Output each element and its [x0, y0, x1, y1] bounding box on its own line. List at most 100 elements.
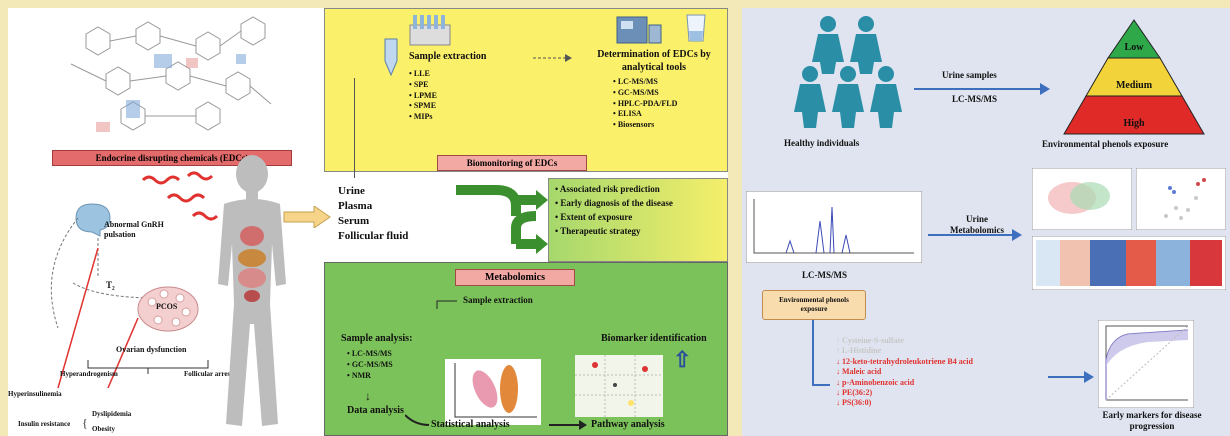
pyramid-high-label: High	[1123, 118, 1145, 129]
analysis-method: NMR	[347, 371, 393, 382]
extraction-method: LLE	[409, 69, 437, 80]
pca-scores-plot	[1032, 168, 1132, 230]
dyslipidemia-label: Dyslipidemia	[92, 410, 132, 418]
extraction-methods-list: LLE SPE LPME SPME MIPs	[409, 69, 437, 123]
outcome-item: • Therapeutic strategy	[555, 225, 641, 236]
tube-icon	[384, 38, 398, 77]
marker-item: ↓ Maleic acid	[836, 367, 882, 377]
hyperandrogenism-label: Hyperandrogenism	[60, 370, 118, 378]
brain-icon	[75, 203, 111, 237]
gnrh-label: Abnormal GnRH pulsation	[104, 220, 164, 239]
brace: {	[82, 416, 88, 430]
marker-item: ↑ Cysteine-S-sulfate	[836, 336, 904, 345]
analytical-tool: GC-MS/MS	[613, 88, 677, 99]
edc-label: Endocrine disrupting chemicals (EDCs)	[52, 150, 292, 166]
sample-type: Urine	[338, 185, 365, 197]
outcome-text: Associated risk prediction	[559, 184, 660, 194]
heatmap	[1032, 236, 1226, 290]
exposure-pyramid	[1063, 19, 1205, 135]
flow-line	[812, 384, 830, 386]
analytical-tool: ELISA	[613, 109, 677, 120]
extraction-method: MIPs	[409, 112, 437, 123]
biomarker-identification: Biomarker identification	[601, 333, 707, 344]
outcome-text: Early diagnosis of the disease	[560, 197, 673, 208]
lcmsms-bottom-label: LC-MS/MS	[802, 270, 847, 280]
sample-extraction-step: Sample extraction	[463, 295, 533, 305]
healthy-individuals-label: Healthy individuals	[784, 138, 860, 148]
pathway-analysis: Pathway analysis	[591, 419, 665, 430]
arrow-line	[1048, 376, 1088, 378]
arrow-icon	[436, 300, 457, 309]
extraction-method: SPE	[409, 80, 437, 91]
outcomes-box: • Associated risk prediction • Early dia…	[548, 178, 728, 262]
analytical-tool: Biosensors	[613, 120, 677, 131]
sample-rack-icon	[409, 15, 451, 46]
sample-analysis-title: Sample analysis:	[341, 333, 413, 344]
env-exposure-label: Environmental phenols exposure	[1042, 139, 1169, 149]
biomonitoring-box: Sample extraction LLE SPE LPME SPME MIPs…	[324, 8, 728, 172]
hyperinsulinemia-label: Hyperinsulinemia	[8, 390, 62, 398]
obesity-label: Obesity	[92, 425, 115, 433]
arrow-line	[914, 88, 1044, 90]
extraction-method: SPME	[409, 101, 437, 112]
biomonitoring-banner: Biomonitoring of EDCs	[437, 155, 587, 171]
sample-extraction-title: Sample extraction	[409, 51, 487, 62]
analytical-tool: LC-MS/MS	[613, 77, 677, 88]
flow-line	[812, 320, 814, 386]
volcano-plot	[1136, 168, 1226, 230]
arrow-head	[1084, 371, 1094, 383]
analytical-tools-list: LC-MS/MS GC-MS/MS HPLC-PDA/FLD ELISA Bio…	[613, 77, 678, 131]
pcos-ovary-icon	[137, 286, 199, 332]
determination-title: Determination of EDCs by analytical tool…	[597, 49, 711, 73]
beaker-icon	[686, 14, 706, 42]
env-phenols-box-label: Environmental phenols exposure	[779, 296, 849, 313]
pca-plot-illustration	[445, 359, 541, 425]
instrument-icon	[616, 16, 662, 44]
markers-list: ↑ Cysteine-S-sulfate ↑ L-Histidine ↓ 12-…	[836, 336, 973, 409]
lcmsms-label: LC-MS/MS	[952, 94, 997, 104]
analysis-flow-arrows	[405, 414, 587, 430]
dashed-arrow	[533, 54, 572, 62]
insulin-resistance-label: Insulin resistance	[18, 420, 71, 428]
marker-item: ↓ PE(36:2)	[836, 387, 873, 397]
analytical-tool: HPLC-PDA/FLD	[613, 99, 678, 110]
analysis-methods-list: LC-MS/MS GC-MS/MS NMR	[347, 349, 393, 381]
analysis-method: LC-MS/MS	[347, 349, 393, 360]
chromatogram-illustration	[746, 191, 922, 263]
env-phenols-box: Environmental phenols exposure	[762, 290, 866, 320]
people-icon	[794, 16, 902, 128]
environmental-phenols-diagram: Healthy individuals Urine samples LC-MS/…	[742, 8, 1230, 436]
sample-type: Plasma	[338, 199, 373, 212]
outcome-item: • Early diagnosis of the disease	[555, 197, 673, 208]
bracket	[87, 360, 209, 374]
statistical-analysis: Statistical analysis	[431, 419, 510, 430]
arrow-line	[928, 234, 1016, 236]
sample-type: Serum	[338, 214, 370, 227]
feedback-arrows	[50, 217, 159, 389]
extraction-method: LPME	[409, 91, 437, 102]
down-arrow-glyph: ↓	[365, 389, 371, 403]
connector-line	[354, 78, 355, 178]
edc-exposure-arrows	[141, 171, 219, 221]
urine-samples-label: Urine samples	[942, 70, 997, 80]
sample-types-list: Urine Plasma Serum Follicular fluid	[338, 184, 408, 243]
arrow-head	[1012, 229, 1022, 241]
analysis-method: GC-MS/MS	[347, 360, 393, 371]
sample-type: Follicular fluid	[338, 229, 409, 242]
pyramid-low-label: Low	[1124, 42, 1144, 53]
pcos-label: PCOS	[156, 302, 178, 311]
green-curved-arrows	[456, 185, 548, 254]
marker-item: ↓ 12-keto-tetrahydroleukotriene B4 acid	[836, 356, 973, 366]
chemical-structures-illustration	[70, 16, 272, 132]
urine-metabolomics-label: Urine Metabolomics	[950, 214, 1004, 236]
marker-item: ↓ PS(36:0)	[836, 398, 872, 408]
follicular-arrest-label: Follicular arrest	[184, 370, 233, 378]
metabolomics-box: Metabolomics Sample extraction Sample an…	[324, 262, 728, 436]
pyramid-medium-label: Medium	[1115, 80, 1153, 91]
human-figure-illustration	[218, 155, 286, 426]
arrow-head	[1040, 83, 1050, 95]
outcome-item: • Associated risk prediction	[555, 184, 660, 194]
arrow-to-samples	[283, 206, 331, 228]
data-analysis-step: Data analysis	[347, 405, 404, 416]
outcome-text: Extent of exposure	[560, 211, 633, 222]
